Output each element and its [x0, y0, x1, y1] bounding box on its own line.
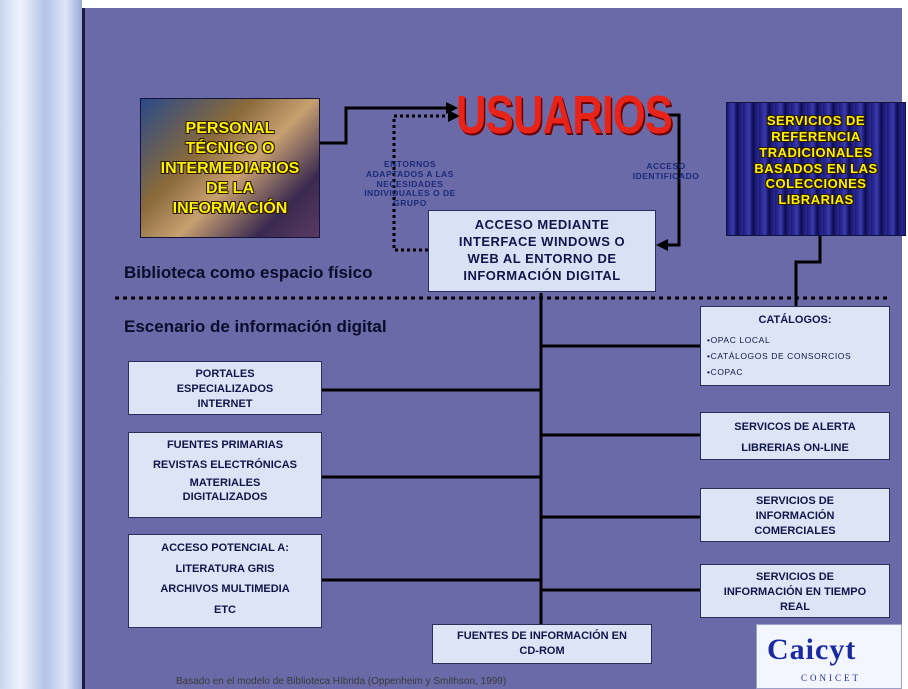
- acceso-line-3: WEB AL ENTORNO DE: [467, 250, 617, 266]
- entornos-label: ENTORNOS ADAPTADOS A LAS NECESIDADES IND…: [350, 159, 470, 209]
- entornos-line-2: ADAPTADOS A LAS: [366, 168, 454, 179]
- entornos-line-4: INDIVIDUALES O DE: [364, 188, 456, 199]
- fuentes-line-4: DIGITALIZADOS: [182, 491, 268, 504]
- servicios-line-1: SERVICIOS DE: [766, 113, 866, 128]
- acceso-identificado-label: ACCESO IDENTIFICADO: [626, 161, 706, 182]
- biblioteca-heading: Biblioteca como espacio físico: [124, 263, 373, 282]
- portales-line-3: INTERNET: [197, 397, 253, 410]
- slide-left-border: [82, 8, 85, 689]
- personal-tecnico-box: PERSONAL TÉCNICO O INTERMEDIARIOS DE LA …: [140, 98, 320, 238]
- caicyt-logo: Caicyt CONICET: [756, 624, 902, 689]
- potencial-line-1: ACCESO POTENCIAL A:: [161, 542, 289, 554]
- tiempo-line-1: SERVICIOS DE: [755, 571, 835, 583]
- servicios-referencia-box: SERVICIOS DE REFERENCIA TRADICIONALES BA…: [726, 102, 906, 236]
- connector-servicios-catalogos: [794, 236, 822, 306]
- catalogos-box: CATÁLOGOS: •OPAC LOCAL •CATÁLOGOS DE CON…: [700, 306, 890, 386]
- personal-line-4: DE LA: [206, 180, 254, 197]
- acceso-line-2: INTERFACE WINDOWS O: [458, 233, 626, 249]
- comerciales-line-1: SERVICIOS DE: [755, 495, 835, 507]
- arrowhead-to-acceso: [656, 239, 668, 251]
- source-footnote: Basado en el modelo de Biblioteca Híbrid…: [176, 676, 507, 687]
- personal-line-3: INTERMEDIARIOS: [160, 160, 300, 177]
- alerta-line-1: SERVICOS DE ALERTA: [734, 421, 856, 433]
- acceso-potencial-box: ACCESO POTENCIAL A: LITERATURA GRIS ARCH…: [128, 534, 322, 628]
- portales-box: PORTALES ESPECIALIZADOS INTERNET: [128, 361, 322, 415]
- entornos-line-3: NECESIDADES: [376, 178, 444, 189]
- potencial-line-2: LITERATURA GRIS: [175, 562, 275, 575]
- potencial-line-3: ARCHIVOS MULTIMEDIA: [160, 583, 290, 596]
- catalogos-item-3: •COPAC: [707, 367, 744, 378]
- acceso-identificado-line-2: IDENTIFICADO: [632, 170, 700, 181]
- servicios-line-4: BASADOS EN LAS: [754, 160, 878, 176]
- cdrom-line-1: FUENTES DE INFORMACIÓN EN: [457, 630, 627, 642]
- tiempo-line-2: INFORMACIÓN EN TIEMPO: [723, 585, 867, 598]
- logo-sub: CONICET: [801, 673, 861, 683]
- entornos-line-1: ENTORNOS: [383, 159, 437, 169]
- connector-personal-usuarios: [318, 106, 448, 145]
- connector-usuarios-acceso: [648, 113, 681, 247]
- left-decorative-stripe: [0, 0, 82, 689]
- acceso-line-4: INFORMACIÓN DIGITAL: [463, 267, 621, 283]
- cdrom-box: FUENTES DE INFORMACIÓN EN CD-ROM: [432, 624, 652, 664]
- alerta-box: SERVICOS DE ALERTA LIBRERIAS ON-LINE: [700, 412, 890, 460]
- fuentes-line-1: FUENTES PRIMARIAS: [166, 439, 284, 451]
- acceso-mediante-box: ACCESO MEDIANTE INTERFACE WINDOWS O WEB …: [428, 210, 656, 292]
- cdrom-line-2: CD-ROM: [519, 644, 565, 657]
- escenario-heading: Escenario de información digital: [124, 317, 387, 336]
- alerta-line-2: LIBRERIAS ON-LINE: [741, 441, 849, 454]
- fuentes-primarias-box: FUENTES PRIMARIAS REVISTAS ELECTRÓNICAS …: [128, 432, 322, 518]
- portales-line-1: PORTALES: [195, 368, 255, 380]
- acceso-identificado-line-1: ACCESO: [646, 161, 686, 171]
- portales-line-2: ESPECIALIZADOS: [176, 382, 274, 395]
- personal-line-5: INFORMACIÓN: [172, 200, 288, 217]
- arrowhead-dotted-to-usuarios: [448, 110, 460, 122]
- comerciales-line-3: COMERCIALES: [754, 524, 836, 537]
- servicios-line-6: LIBRARIAS: [778, 192, 854, 208]
- logo-name: Caicyt: [767, 633, 857, 666]
- catalogos-title: CATÁLOGOS:: [758, 314, 832, 326]
- fuentes-line-2: REVISTAS ELECTRÓNICAS: [152, 458, 298, 471]
- personal-line-1: PERSONAL: [185, 120, 275, 137]
- servicios-line-2: REFERENCIA: [771, 128, 861, 144]
- servicios-line-3: TRADICIONALES: [759, 144, 873, 160]
- servicios-line-5: COLECCIONES: [765, 176, 867, 192]
- potencial-line-4: ETC: [214, 603, 236, 616]
- personal-line-2: TÉCNICO O: [185, 140, 275, 157]
- acceso-line-1: ACCESO MEDIANTE: [474, 217, 610, 232]
- comerciales-line-2: INFORMACIÓN: [755, 509, 835, 522]
- comerciales-box: SERVICIOS DE INFORMACIÓN COMERCIALES: [700, 488, 890, 542]
- entornos-line-5: GRUPO: [393, 198, 427, 209]
- catalogos-item-2: •CATÁLOGOS DE CONSORCIOS: [707, 350, 852, 361]
- usuarios-title: USUARIOS: [456, 85, 673, 145]
- fuentes-line-3: MATERIALES: [189, 477, 261, 489]
- tiempo-line-3: REAL: [780, 600, 810, 613]
- tiempo-real-box: SERVICIOS DE INFORMACIÓN EN TIEMPO REAL: [700, 564, 890, 618]
- catalogos-item-1: •OPAC LOCAL: [707, 334, 771, 345]
